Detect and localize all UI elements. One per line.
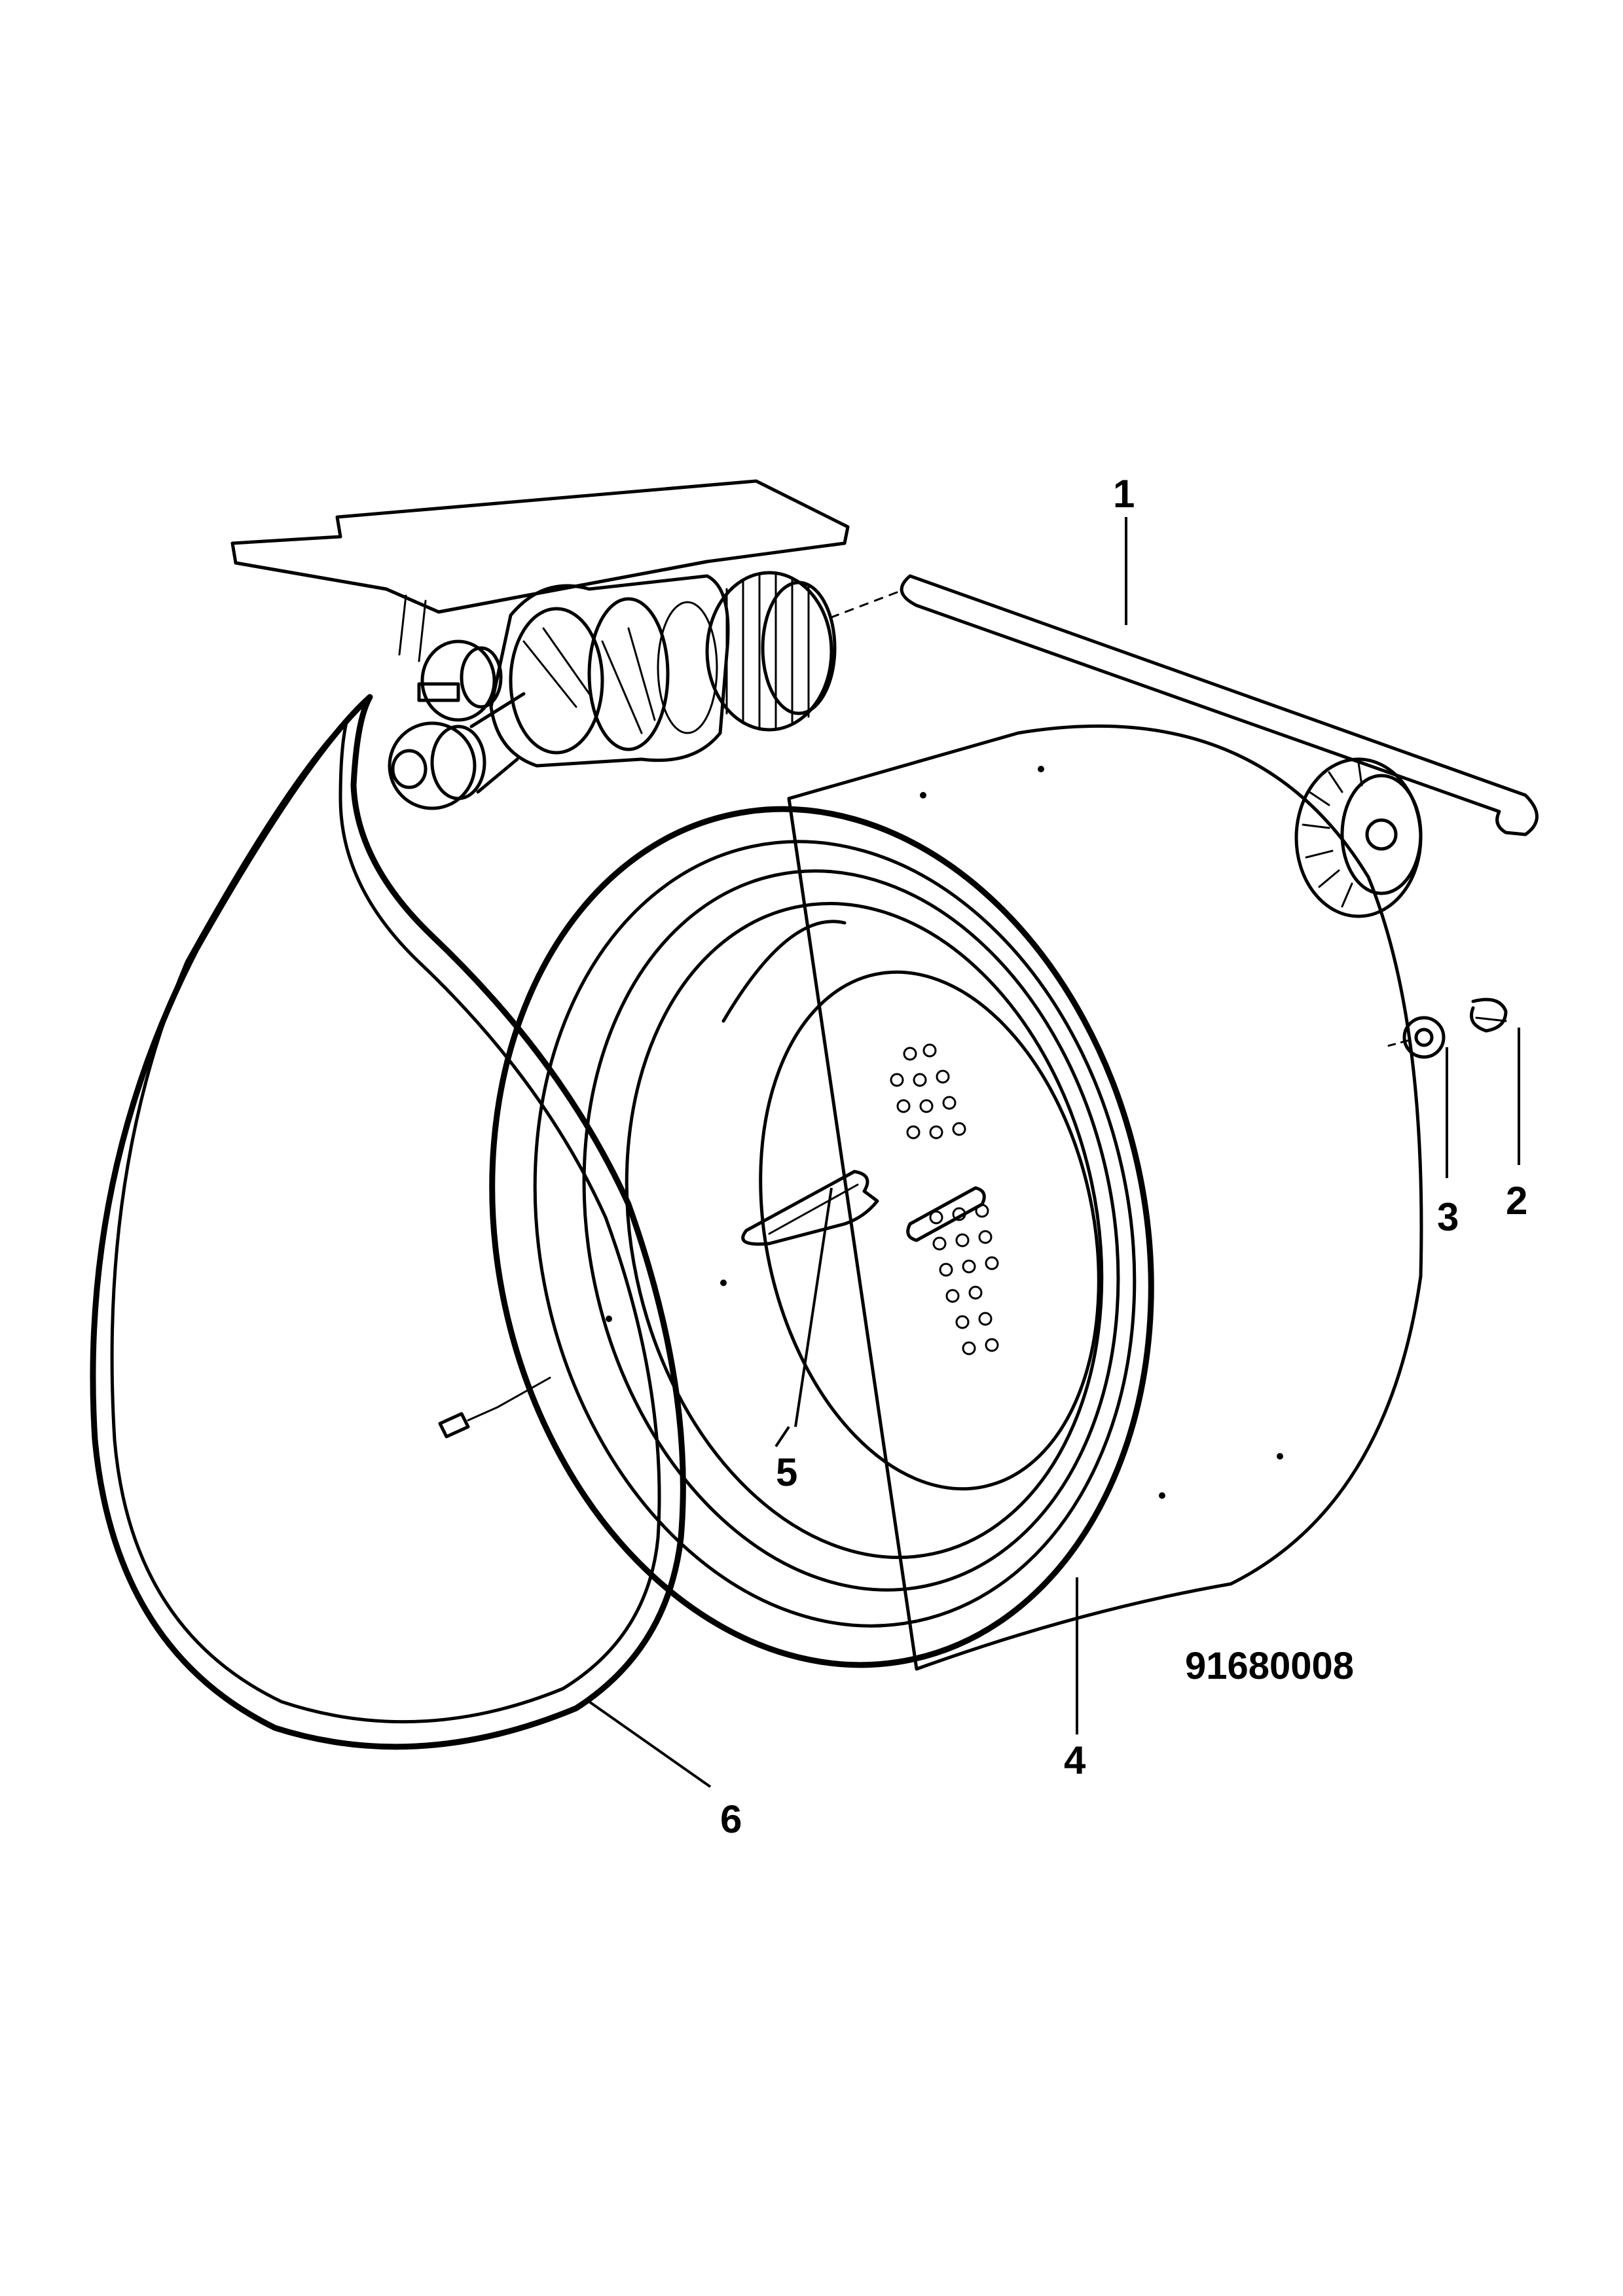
drum-paddle (721, 920, 986, 1246)
fan-belt (827, 574, 1539, 836)
callout-4: 4 (1064, 1738, 1086, 1782)
callout-5: 5 (776, 1450, 797, 1494)
callout-2: 2 (1506, 1179, 1527, 1223)
diagram-reference-number: 91680008 (1185, 1645, 1354, 1687)
blower-fan-wheel (1294, 757, 1423, 918)
leader-lines (588, 517, 1520, 1788)
motor-mounting-plate (230, 479, 850, 662)
screw (438, 1406, 499, 1439)
retaining-clip (1470, 997, 1508, 1033)
drum-perforations (890, 1043, 999, 1355)
washer (1402, 1016, 1446, 1059)
motor-assembly (388, 571, 837, 810)
drum-drive-belt (90, 694, 686, 1750)
drum (489, 724, 1423, 1671)
callout-3: 3 (1437, 1195, 1459, 1239)
callout-6: 6 (720, 1797, 742, 1841)
callout-1: 1 (1113, 472, 1135, 516)
